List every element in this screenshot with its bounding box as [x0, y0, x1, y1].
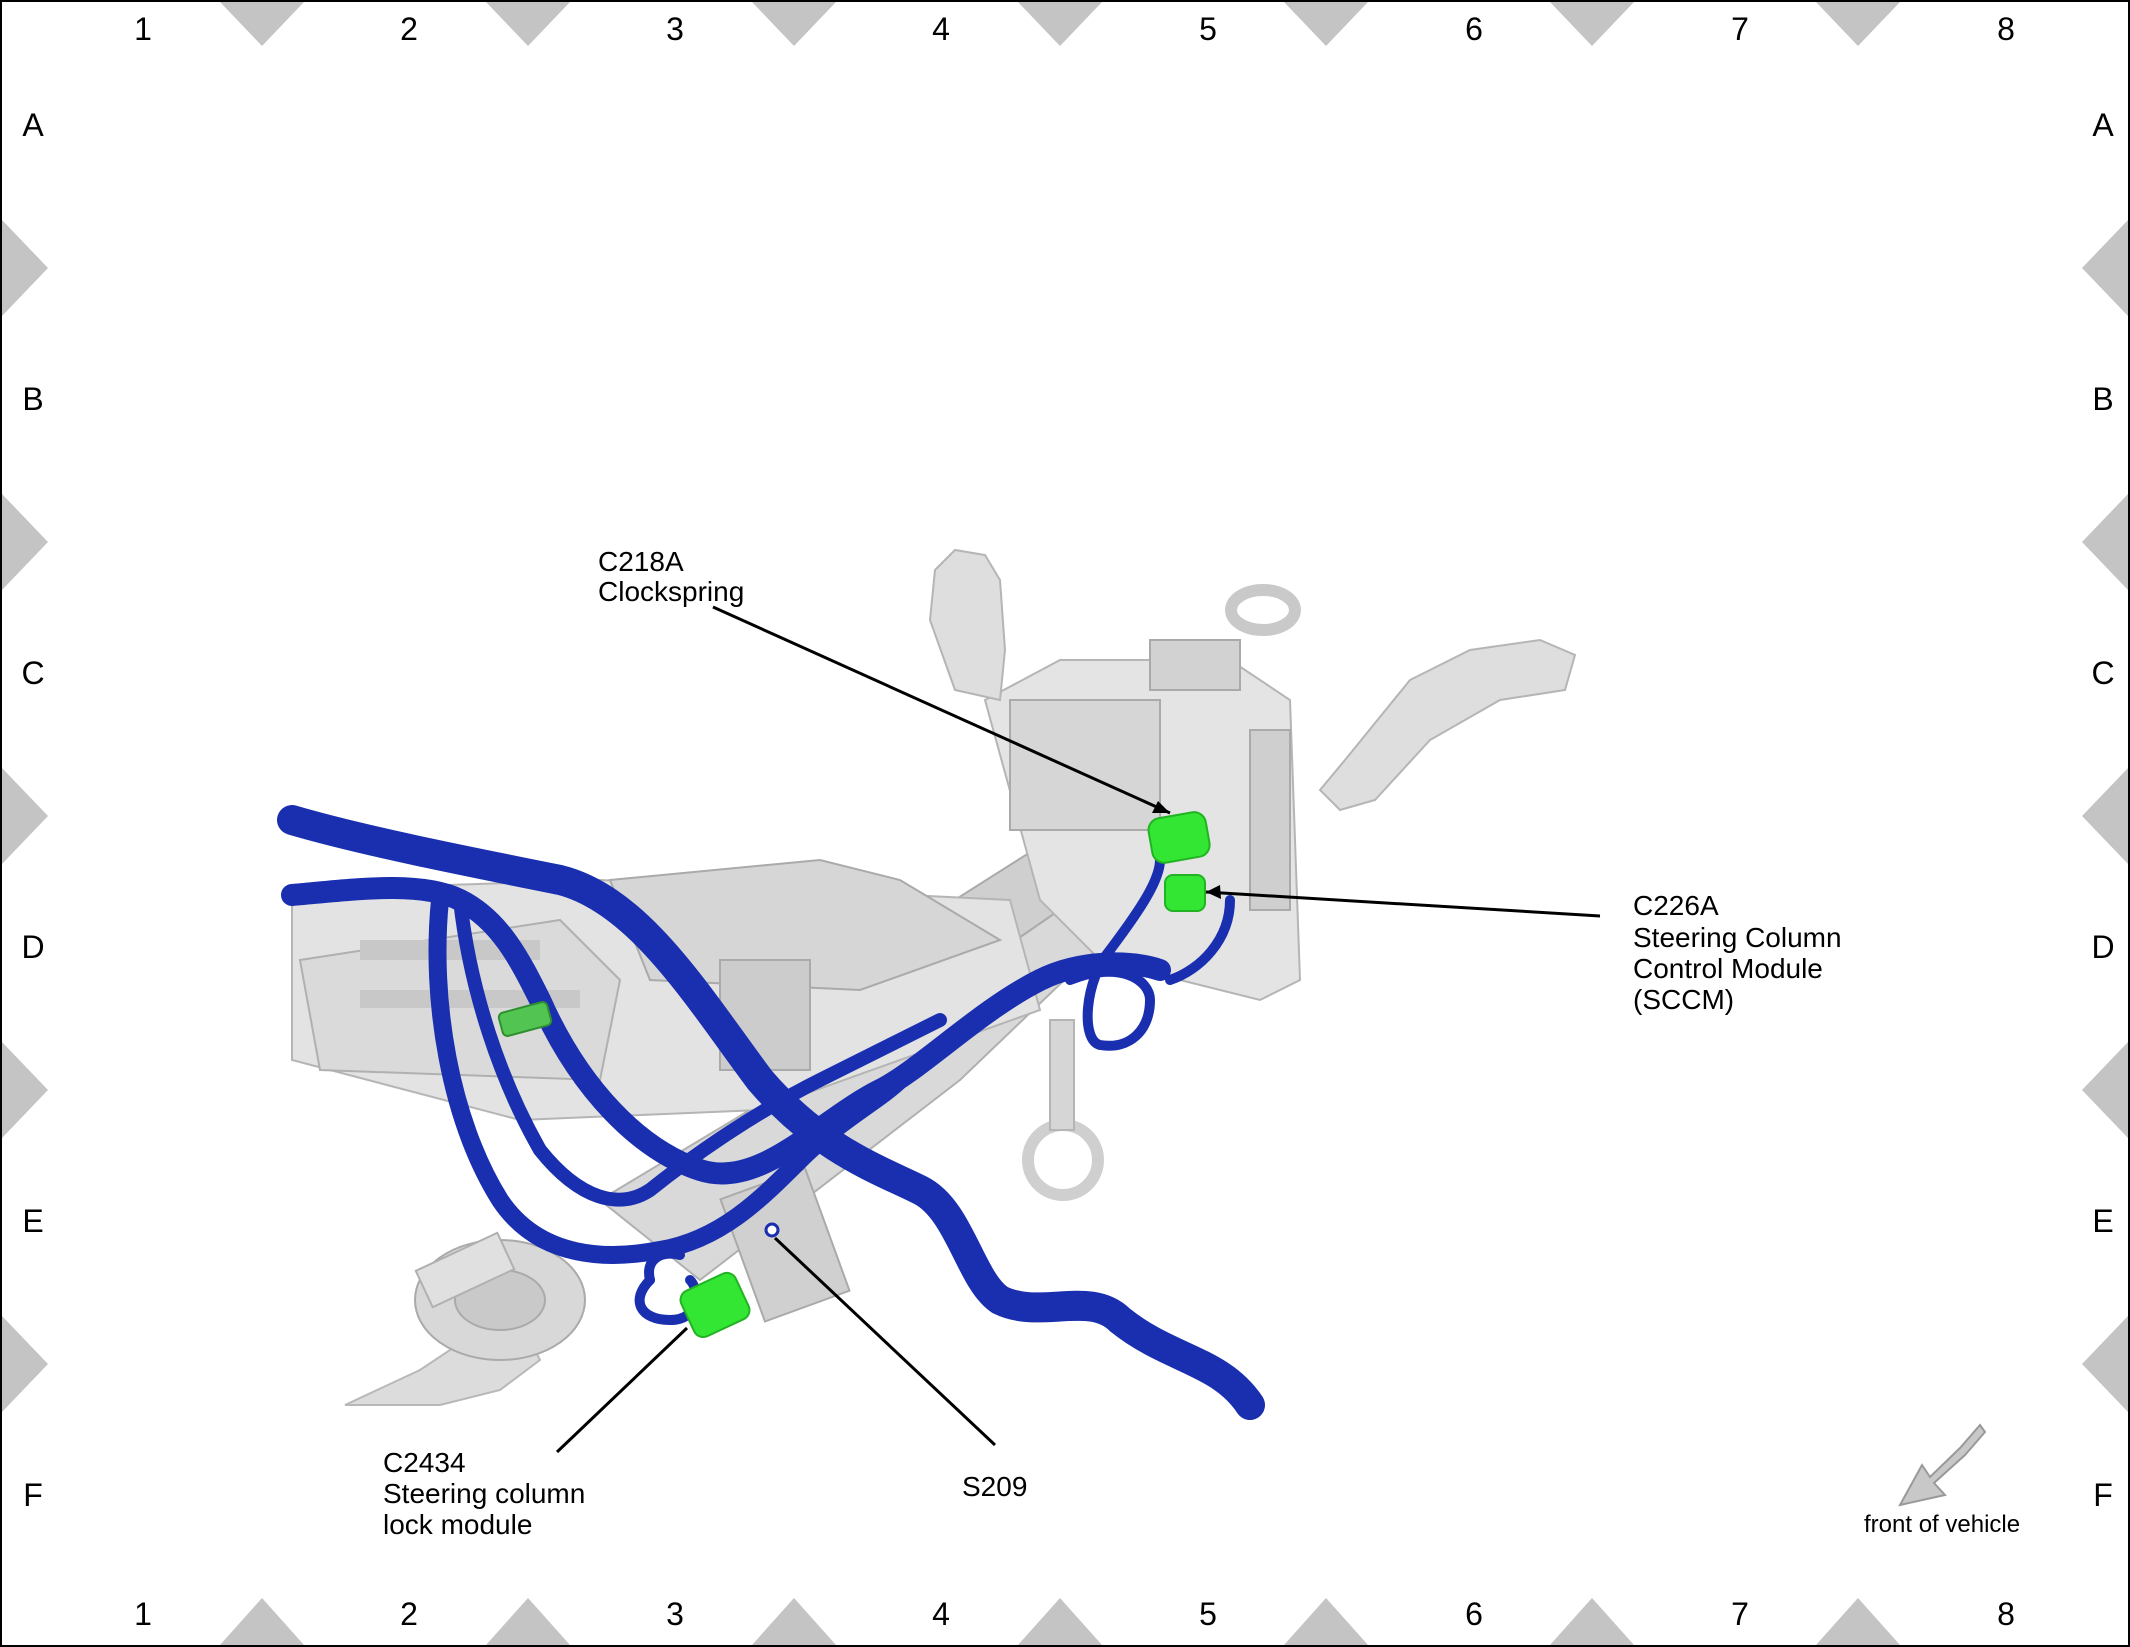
callout-s209: S209: [962, 1471, 1027, 1502]
connector-c218a: [1147, 811, 1211, 864]
column-label: 8: [1997, 1596, 2015, 1632]
multifunction-switch-housing: [983, 584, 1302, 1002]
row-label: C: [21, 655, 44, 691]
column-label: 2: [400, 1596, 418, 1632]
column-label: 7: [1731, 1596, 1749, 1632]
row-label: B: [2092, 381, 2113, 417]
small-green-connector: [497, 1001, 553, 1037]
column-label: 3: [666, 1596, 684, 1632]
row-label: A: [2092, 107, 2114, 143]
connector-description: (SCCM): [1633, 984, 1734, 1015]
row-label: D: [2091, 929, 2114, 965]
column-label: 1: [134, 11, 152, 47]
row-label: E: [22, 1203, 43, 1239]
row-labels-left: A B C D E F: [21, 107, 44, 1513]
callout-c218a: C218A Clockspring: [598, 546, 744, 607]
wiper-stalk: [928, 548, 1007, 702]
tilt-release-ring: [1022, 1019, 1104, 1201]
row-label: F: [2093, 1477, 2113, 1513]
row-labels-right: A B C D E F: [2091, 107, 2114, 1513]
callout-c2434: C2434 Steering column lock module: [383, 1447, 585, 1540]
connector-description: Steering Column: [1633, 922, 1842, 953]
column-label: 4: [932, 11, 950, 47]
column-labels-bottom: 1 2 3 4 5 6 7 8: [134, 1596, 2015, 1632]
row-label: A: [22, 107, 44, 143]
row-label: E: [2092, 1203, 2113, 1239]
front-of-vehicle-indicator: front of vehicle: [1864, 1423, 2020, 1538]
connector-id: C218A: [598, 546, 684, 577]
arrowheads: [1152, 801, 1221, 899]
connector-description: Clockspring: [598, 576, 744, 607]
row-label: D: [21, 929, 44, 965]
turn-signal-stalk: [1318, 638, 1577, 812]
column-label: 2: [400, 11, 418, 47]
connector-description: lock module: [383, 1509, 532, 1540]
connector-id: C226A: [1633, 890, 1719, 921]
arrow-icon: [1898, 1423, 1987, 1507]
column-label: 3: [666, 11, 684, 47]
column-label: 8: [1997, 11, 2015, 47]
row-label: F: [23, 1477, 43, 1513]
row-label: B: [22, 381, 43, 417]
connector-description: Steering column: [383, 1478, 585, 1509]
splice-id: S209: [962, 1471, 1027, 1502]
connector-c2434: [679, 1271, 751, 1339]
column-label: 5: [1199, 11, 1217, 47]
connectors: [497, 811, 1211, 1339]
connector-description: Control Module: [1633, 953, 1823, 984]
connector-id: C2434: [383, 1447, 466, 1478]
column-label: 6: [1465, 11, 1483, 47]
wiring-harness: [277, 805, 1265, 1420]
column-label: 4: [932, 1596, 950, 1632]
callout-c226a: C226A Steering Column Control Module (SC…: [1633, 890, 1842, 1015]
column-label: 1: [134, 1596, 152, 1632]
column-label: 6: [1465, 1596, 1483, 1632]
column-label: 7: [1731, 11, 1749, 47]
column-labels-top: 1 2 3 4 5 6 7 8: [134, 11, 2015, 47]
column-label: 5: [1199, 1596, 1217, 1632]
connector-c226a: [1164, 874, 1206, 912]
intermediate-shaft: [344, 1231, 586, 1406]
row-label: C: [2091, 655, 2114, 691]
leader-lines: [555, 605, 1601, 1454]
splice-s209: [764, 1222, 780, 1238]
front-of-vehicle-label: front of vehicle: [1864, 1511, 2020, 1538]
